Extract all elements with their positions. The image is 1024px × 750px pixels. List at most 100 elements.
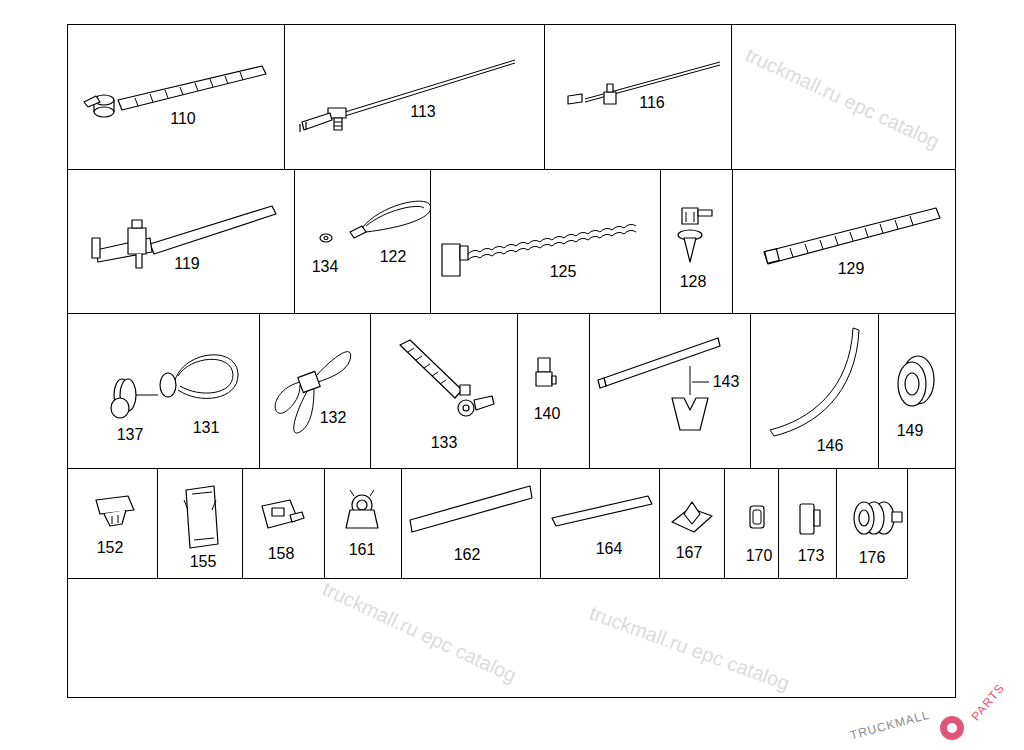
part-129 (765, 249, 780, 264)
callout-number: 149 (897, 423, 924, 439)
part-122 (362, 201, 431, 232)
part-131 (160, 373, 176, 397)
part-133 (408, 348, 446, 384)
part-110 (94, 107, 114, 117)
part-133 (458, 400, 474, 416)
callout-number: 140 (534, 406, 561, 422)
part-170 (750, 506, 764, 528)
part-132 (316, 352, 351, 382)
part-140 (536, 372, 552, 386)
grid-frame (260, 313, 879, 468)
callout-number: 134 (312, 259, 339, 275)
part-167 (672, 502, 712, 532)
part-110 (118, 66, 266, 110)
part-161 (346, 490, 378, 528)
part-128 (682, 208, 698, 224)
part-133 (400, 340, 462, 398)
part-133 (460, 385, 470, 395)
callout-number: 143 (713, 374, 740, 390)
callout-number: 158 (268, 546, 295, 562)
callout-number: 119 (174, 256, 200, 272)
part-133 (463, 405, 469, 411)
part-133 (474, 396, 494, 410)
callout-number: 132 (320, 410, 347, 426)
part-176 (892, 512, 902, 522)
part-125 (442, 224, 636, 276)
part-129 (764, 208, 940, 264)
callout-number: 125 (550, 264, 577, 280)
part-155 (184, 492, 216, 540)
part-125 (468, 224, 636, 254)
part-116 (607, 84, 613, 92)
part-134 (320, 234, 332, 242)
part-173 (800, 504, 820, 534)
part-137 (111, 379, 158, 418)
part-122 (350, 201, 431, 238)
part-116 (604, 92, 616, 104)
part-132 (298, 371, 320, 392)
part-152 (96, 496, 134, 514)
part-110 (135, 72, 243, 106)
part-152 (96, 496, 134, 526)
grid-frame (68, 25, 956, 698)
callout-number: 173 (798, 548, 825, 564)
callout-number: 167 (676, 545, 703, 561)
part-176 (854, 502, 902, 534)
part-155 (184, 486, 218, 548)
part-131 (178, 359, 233, 393)
part-132 (275, 352, 351, 433)
part-140 (536, 358, 556, 386)
part-161 (350, 490, 374, 496)
part-113 (334, 122, 342, 126)
part-164 (552, 496, 652, 526)
part-128 (678, 208, 712, 262)
part-119 (136, 254, 142, 268)
part-143 (604, 338, 720, 386)
part-125 (460, 246, 468, 260)
logo-gear (940, 716, 964, 740)
part-143 (598, 338, 720, 430)
part-113 (300, 60, 515, 132)
part-164 (552, 496, 652, 526)
part-173 (800, 504, 814, 534)
callout-number: 133 (431, 435, 458, 451)
grid-frame (67, 24, 956, 698)
part-132 (275, 382, 300, 413)
part-128 (684, 238, 696, 262)
part-149 (905, 373, 919, 395)
logo-text: PARTS (969, 681, 1006, 722)
part-162 (410, 486, 532, 532)
callout-number: 116 (639, 95, 665, 111)
part-149 (898, 362, 926, 406)
watermark: truckmall.ru epc catalog (587, 602, 792, 693)
part-161 (346, 510, 378, 528)
part-158 (272, 508, 284, 516)
part-119 (132, 220, 142, 228)
logo-text: TRUCKMALL (849, 709, 931, 742)
part-140 (552, 376, 556, 384)
part-128 (686, 212, 694, 222)
part-137 (136, 395, 158, 396)
grid-frame (67, 170, 955, 579)
callout-number: 152 (97, 540, 124, 556)
part-119 (128, 228, 146, 254)
grid-frame (158, 468, 837, 578)
callout-number: 161 (349, 542, 376, 558)
part-113 (300, 122, 306, 132)
callout-number: 128 (680, 274, 707, 290)
part-131 (175, 355, 238, 399)
part-119 (150, 206, 276, 254)
callout-number: 129 (838, 261, 865, 277)
part-158 (290, 512, 304, 522)
part-131 (160, 355, 238, 399)
part-146 (770, 328, 859, 436)
part-122 (366, 206, 424, 226)
part-122 (350, 226, 366, 238)
callout-number: 131 (193, 420, 220, 436)
part-143 (598, 378, 606, 388)
part-113 (334, 118, 342, 130)
part-125 (442, 244, 460, 276)
part-161 (357, 500, 367, 510)
part-170 (750, 506, 764, 528)
part-116 (568, 94, 582, 104)
